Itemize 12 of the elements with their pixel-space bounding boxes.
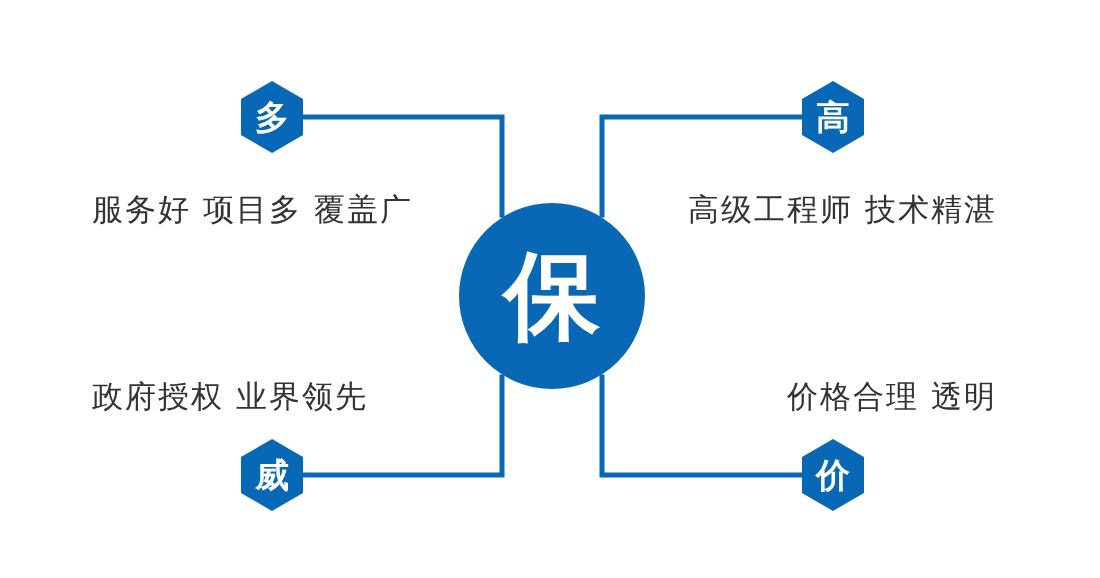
hexagon-character: 高 (816, 100, 850, 134)
connector-line (303, 114, 505, 218)
feature-text: 政府授权 业界领先 (92, 378, 368, 416)
feature-text: 服务好 项目多 覆盖广 (92, 191, 413, 229)
hexagon-character: 多 (255, 100, 289, 134)
feature-text: 高级工程师 技术精湛 (688, 191, 997, 229)
feature-text: 价格合理 透明 (787, 378, 997, 416)
hexagon-character: 威 (255, 458, 289, 492)
connector-line (599, 114, 802, 218)
hexagon-character: 价 (816, 458, 850, 492)
connector-line (303, 374, 505, 478)
connector-line (599, 374, 802, 478)
